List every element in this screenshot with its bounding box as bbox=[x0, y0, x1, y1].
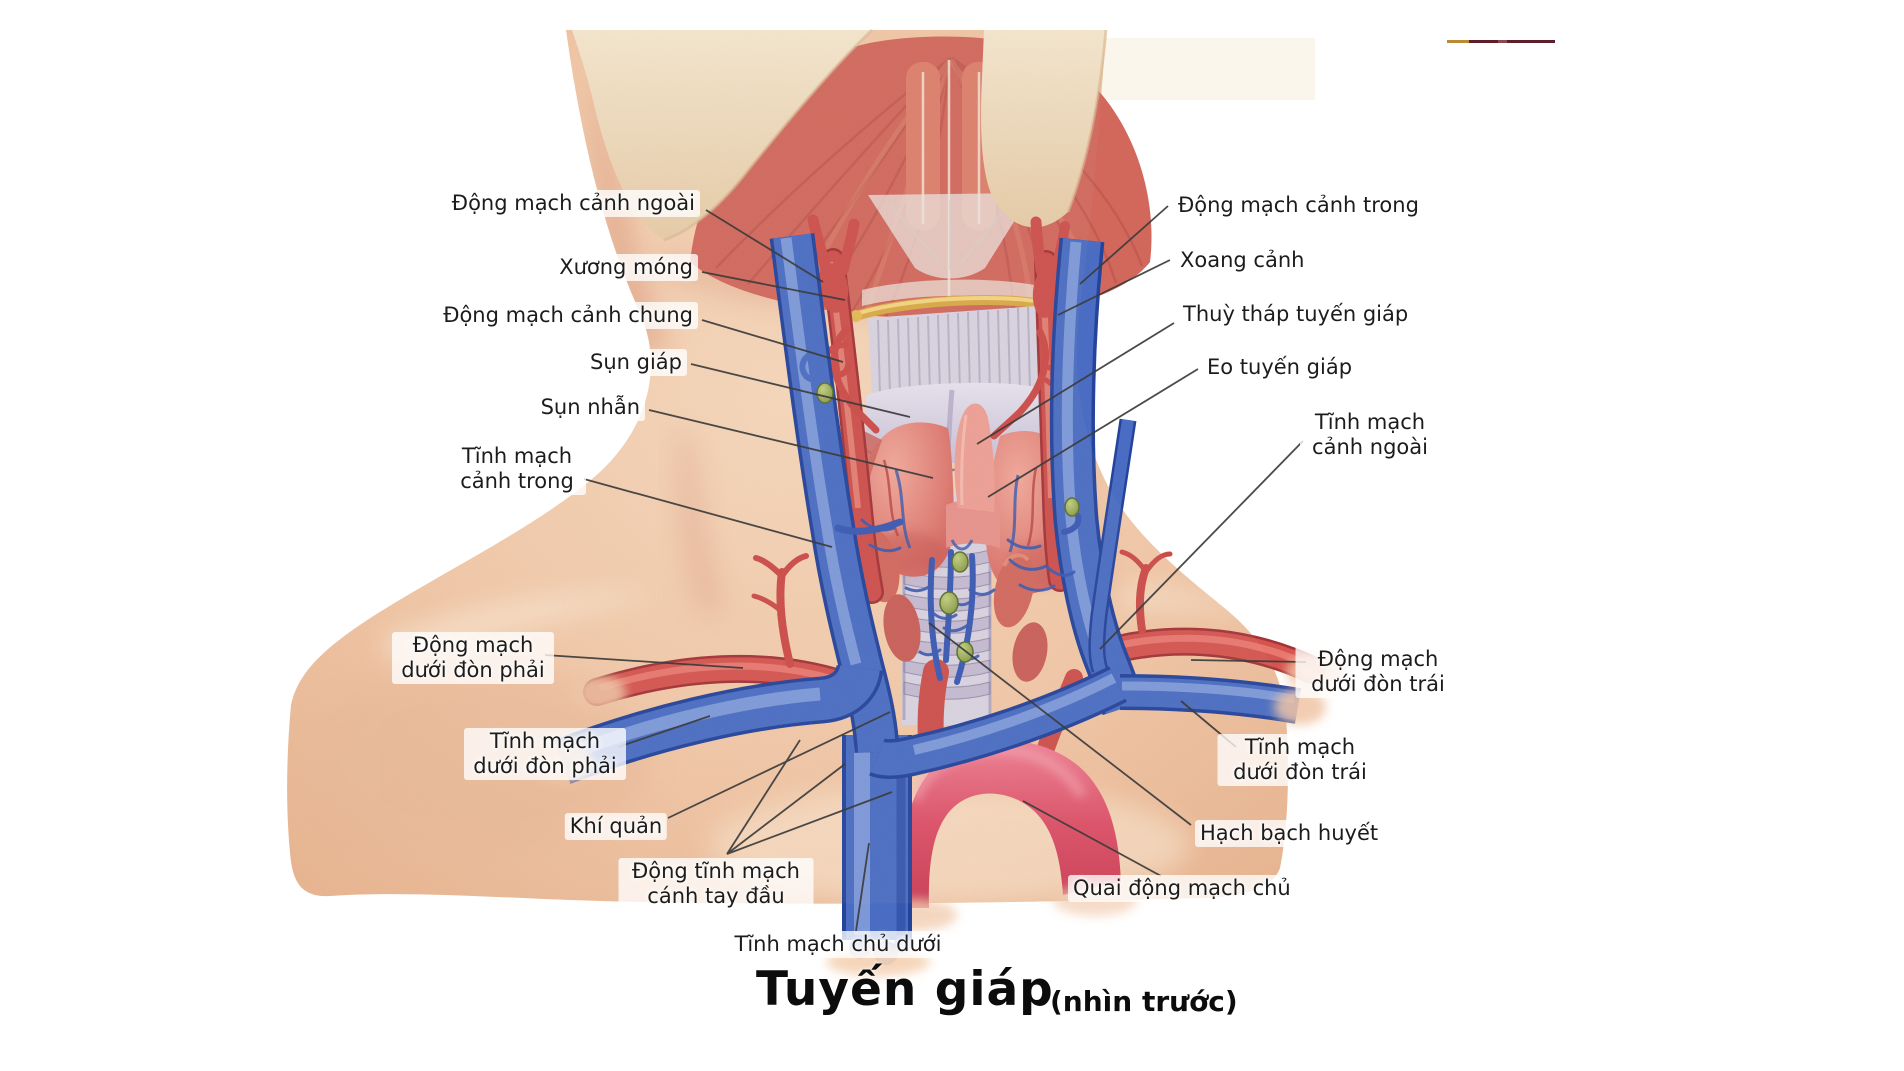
leader-lines bbox=[544, 205, 1307, 932]
paper-tint bbox=[1090, 38, 1315, 100]
label-pyramidal-lobe: Thuỳ tháp tuyến giáp bbox=[1178, 301, 1414, 328]
label-internal-carotid-artery: Động mạch cảnh trong bbox=[1173, 192, 1424, 219]
figure-title: Tuyến giáp bbox=[756, 962, 1054, 1017]
label-cricoid-cartilage: Sụn nhẫn bbox=[535, 394, 645, 421]
figure-subtitle: (nhìn trước) bbox=[1050, 985, 1238, 1018]
label-aortic-arch: Quai động mạch chủ bbox=[1068, 875, 1296, 902]
label-common-carotid-artery: Động mạch cảnh chung bbox=[438, 302, 698, 329]
label-brachiocephalic-vessels: Động tĩnh mạch cánh tay đầu bbox=[618, 858, 814, 910]
label-right-subclavian-artery: Động mạch dưới đòn phải bbox=[392, 632, 554, 684]
label-trachea: Khí quản bbox=[564, 813, 668, 840]
label-left-subclavian-artery: Động mạch dưới đòn trái bbox=[1295, 646, 1461, 698]
label-thyroid-cartilage: Sụn giáp bbox=[585, 349, 687, 376]
label-external-carotid-artery: Động mạch cảnh ngoài bbox=[446, 190, 700, 217]
label-left-subclavian-vein: Tĩnh mạch dưới đòn trái bbox=[1217, 734, 1383, 786]
label-right-subclavian-vein: Tĩnh mạch dưới đòn phải bbox=[464, 728, 626, 780]
label-lymph-node: Hạch bạch huyết bbox=[1195, 820, 1384, 847]
paper-texture bbox=[287, 30, 1288, 904]
label-hyoid-bone: Xương móng bbox=[554, 254, 698, 281]
label-vena-cava: Tĩnh mạch chủ dưới bbox=[729, 931, 947, 958]
label-thyroid-isthmus: Eo tuyến giáp bbox=[1202, 354, 1358, 381]
label-carotid-sinus: Xoang cảnh bbox=[1175, 247, 1310, 274]
scan-artifact-line bbox=[1447, 40, 1555, 43]
label-internal-jugular-vein: Tĩnh mạch cảnh trong bbox=[448, 443, 586, 495]
label-external-jugular-vein: Tĩnh mạch cảnh ngoài bbox=[1300, 409, 1440, 461]
